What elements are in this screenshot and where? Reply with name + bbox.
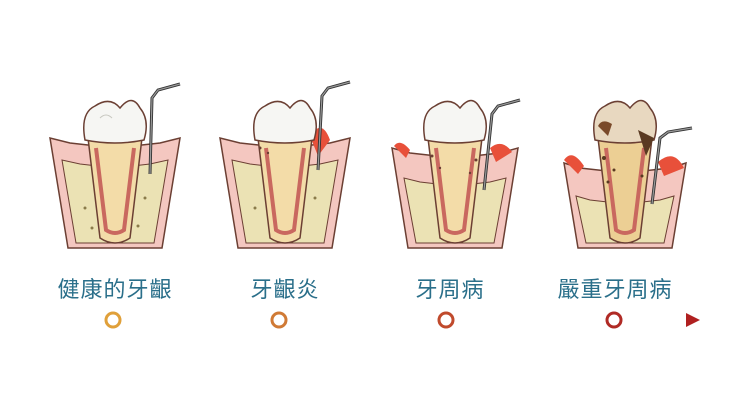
healthy-gum-tooth-illustration xyxy=(49,82,181,249)
timeline-node-severe xyxy=(605,311,623,329)
severe-periodontitis-tooth-illustration xyxy=(563,99,693,249)
stage-label-gingivitis: 牙齦炎 xyxy=(250,278,320,303)
stage-label-periodontitis: 牙周病 xyxy=(415,278,485,303)
periodontitis-tooth-illustration xyxy=(391,98,521,249)
timeline-node-periodontitis xyxy=(437,311,455,329)
progression-timeline xyxy=(45,311,700,329)
stage-label-healthy: 健康的牙齦 xyxy=(57,278,173,303)
timeline-arrow-icon xyxy=(686,313,700,327)
stage-label-severe: 嚴重牙周病 xyxy=(557,278,673,303)
gingivitis-tooth-illustration xyxy=(219,80,351,249)
timeline-node-gingivitis xyxy=(270,311,288,329)
timeline-node-healthy xyxy=(104,311,122,329)
